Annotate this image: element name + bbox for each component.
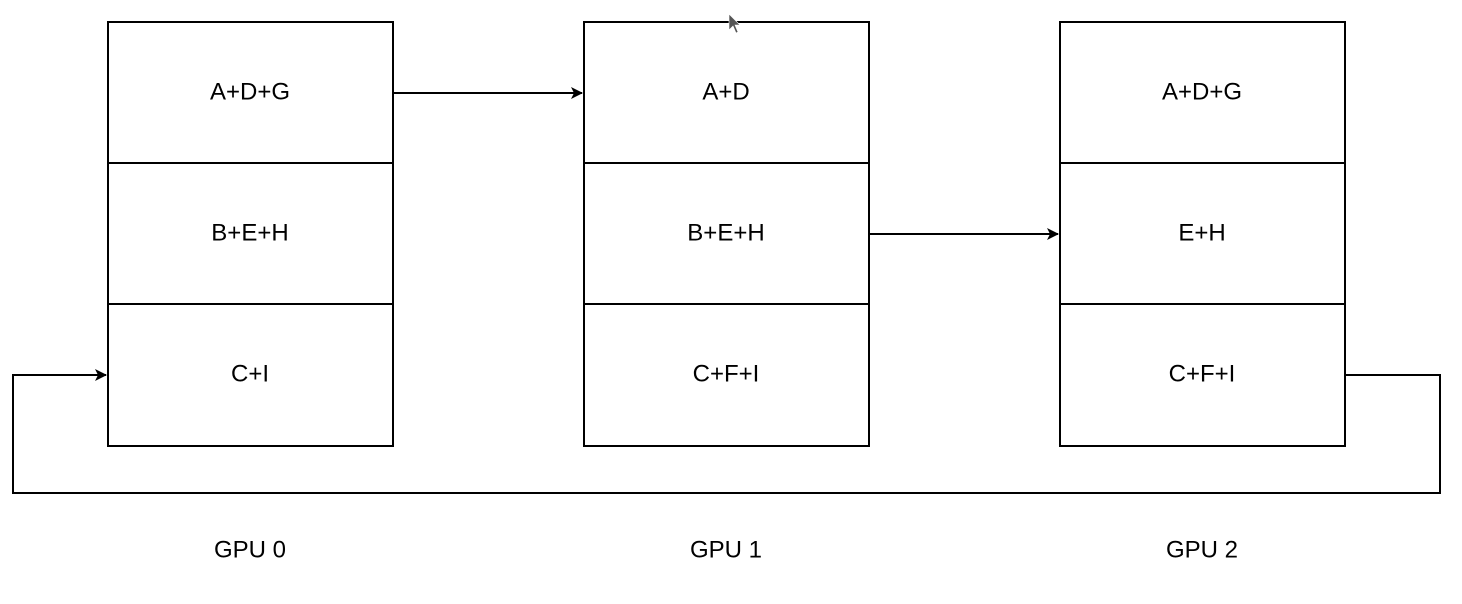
gpu-1-cell-0 (583, 21, 870, 164)
mouse-cursor-icon (728, 13, 741, 34)
gpu-2-label: GPU 2 (1166, 536, 1238, 563)
gpu-1-cell-1 (583, 162, 870, 305)
gpu-0-cell-0-label: A+D+G (210, 78, 290, 105)
gpu-1-label: GPU 1 (690, 536, 762, 563)
gpu-0-label: GPU 0 (214, 536, 286, 563)
gpu-2-cell-1 (1059, 162, 1346, 305)
gpu-1-cell-0-label: A+D (702, 78, 749, 105)
gpu-0-cell-1 (107, 162, 394, 305)
gpu-1-cell-2 (583, 303, 870, 447)
gpu-2-cell-0-label: A+D+G (1162, 78, 1242, 105)
gpu-0-cell-2-label: C+I (231, 360, 269, 387)
gpu-1-cell-2-label: C+F+I (693, 360, 760, 387)
gpu-2-cell-1-label: E+H (1178, 219, 1225, 246)
gpu-1-cell-1-label: B+E+H (687, 219, 764, 246)
gpu-0-block: A+D+G B+E+H C+I GPU 0 (107, 21, 394, 563)
gpu-2-block: A+D+G E+H C+F+I GPU 2 (1059, 21, 1346, 563)
gpu-0-cell-1-label: B+E+H (211, 219, 288, 246)
gpu-2-cell-2-label: C+F+I (1169, 360, 1236, 387)
gpu-0-cell-0 (107, 21, 394, 164)
gpu-0-cell-2 (107, 303, 394, 447)
gpu-2-cell-2 (1059, 303, 1346, 447)
gpu-1-block: A+D B+E+H C+F+I GPU 1 (583, 21, 870, 563)
arrow-gpu2-to-gpu0-wraparound (12, 369, 1441, 494)
